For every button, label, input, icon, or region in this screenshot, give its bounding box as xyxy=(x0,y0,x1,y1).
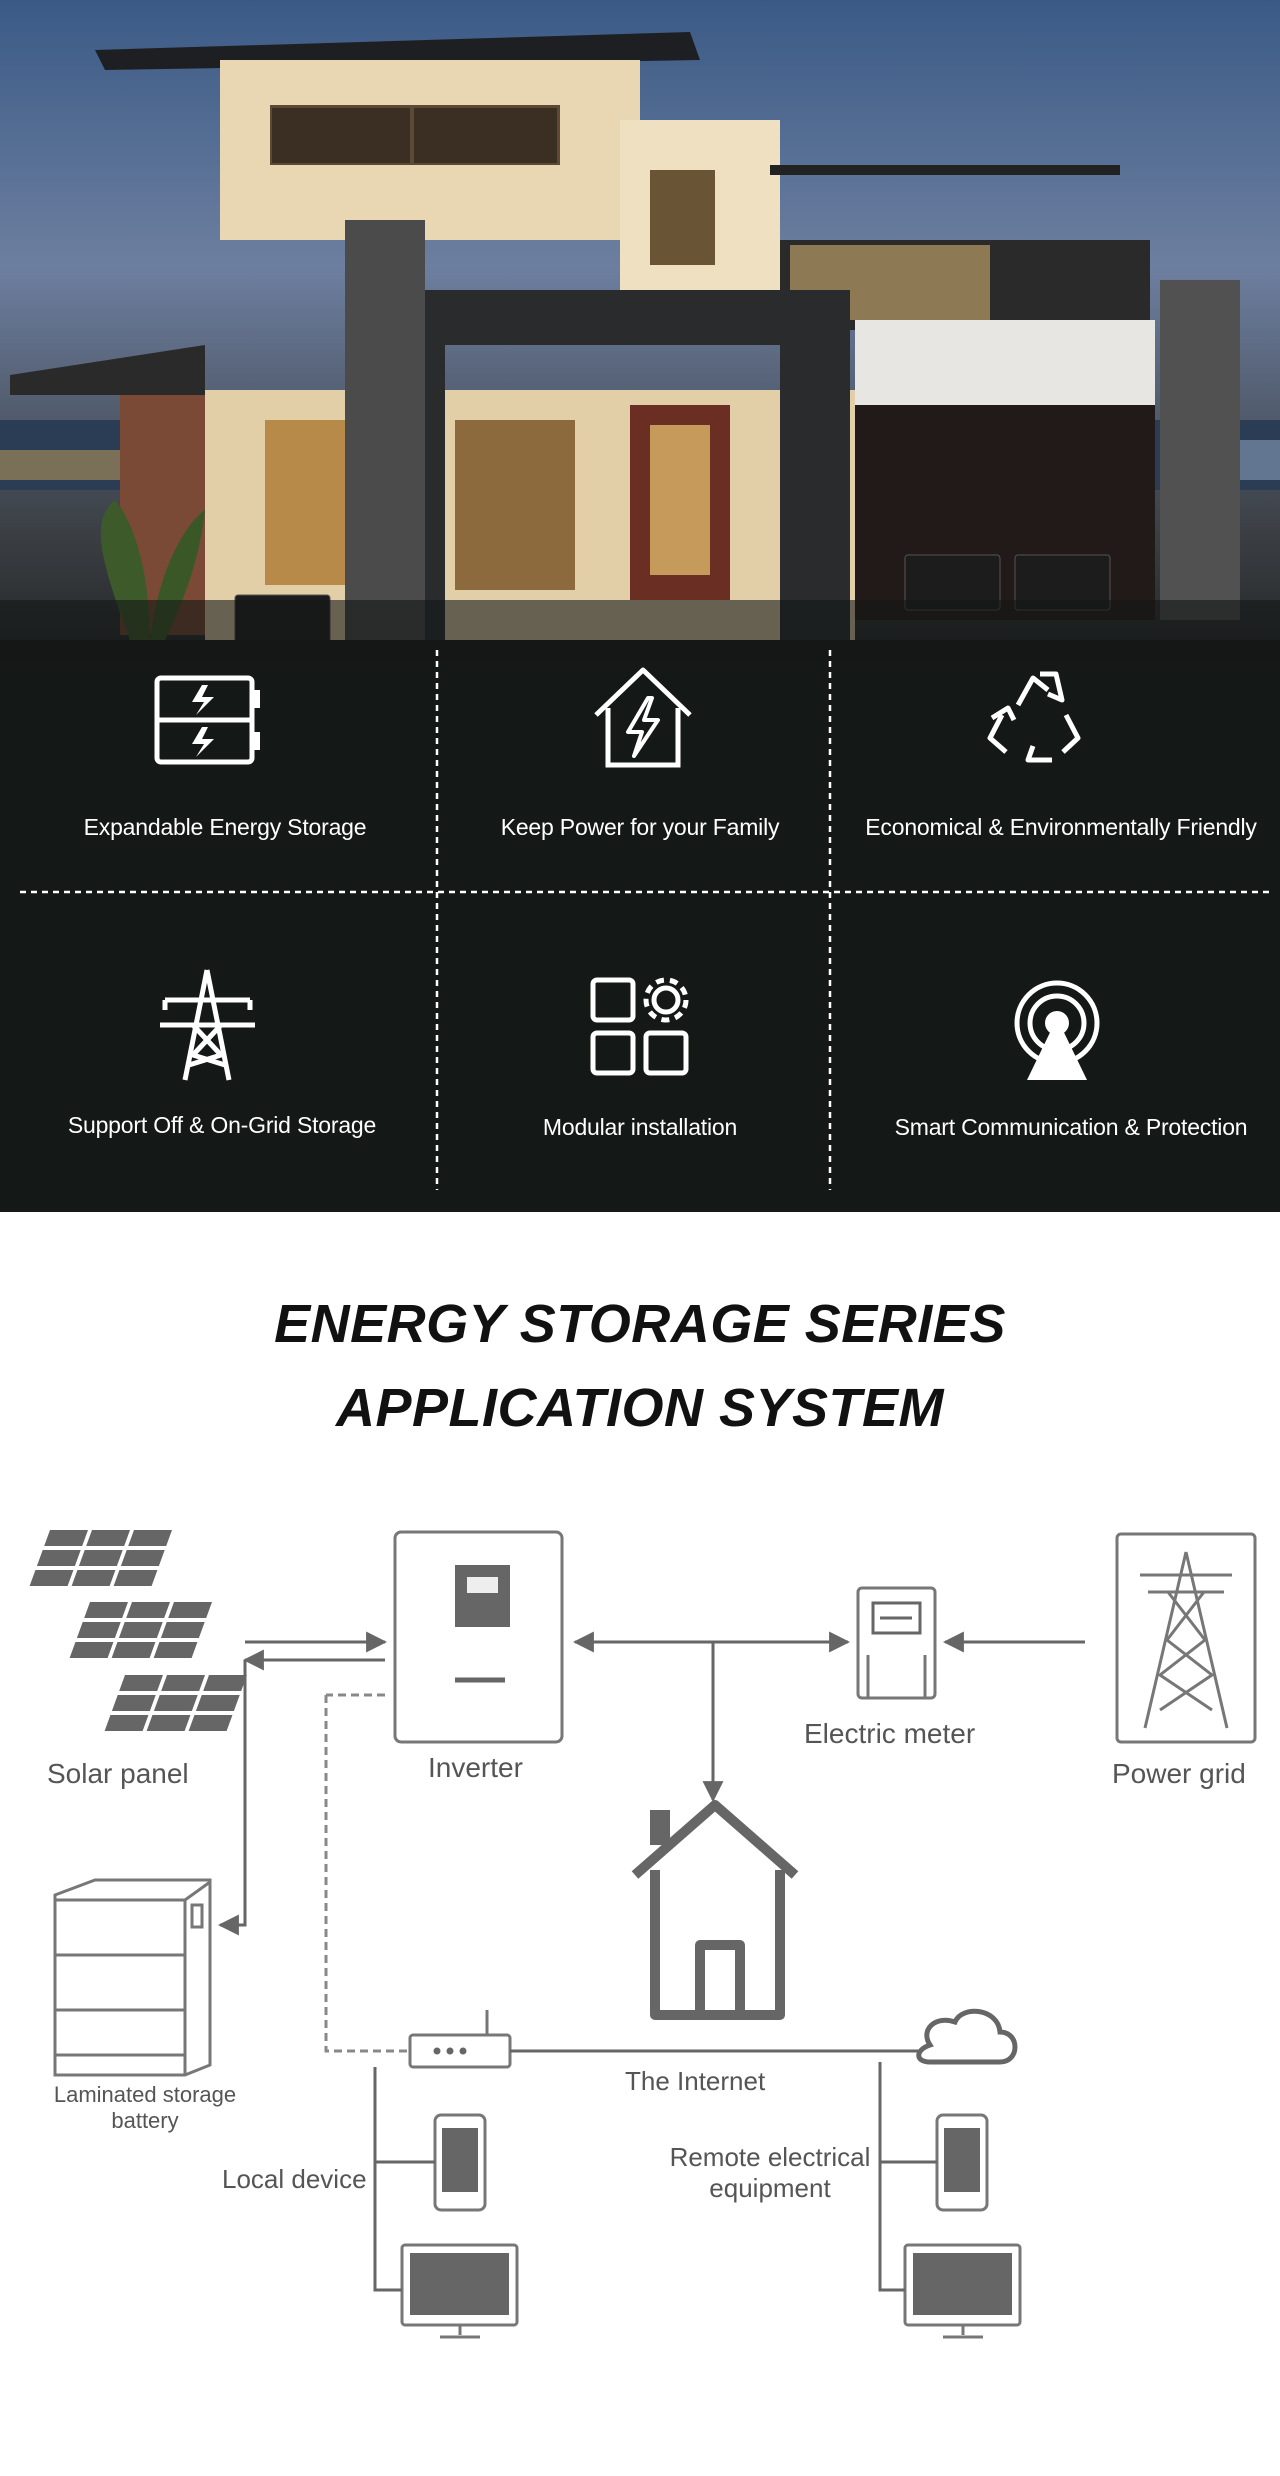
home-icon xyxy=(631,1800,799,2020)
house-power-icon xyxy=(594,667,692,768)
feature-label-expandable: Expandable Energy Storage xyxy=(83,814,367,840)
modules-gear-icon xyxy=(590,977,689,1076)
electric-meter-icon xyxy=(856,1586,937,1700)
feature-label-grid-storage: Support Off & On-Grid Storage xyxy=(67,1112,377,1138)
signal-icon xyxy=(1014,980,1100,1080)
cloud-icon xyxy=(916,2008,1018,2065)
electric-meter-label: Electric meter xyxy=(804,1718,976,1749)
solar-panel-label: Solar panel xyxy=(47,1758,189,1789)
section-title-line1: ENERGY STORAGE SERIES xyxy=(274,1294,1006,1354)
feature-label-modular: Modular installation xyxy=(542,1114,738,1140)
section-title: ENERGY STORAGE SERIES APPLICATION SYSTEM xyxy=(0,1282,1280,1450)
power-tower-icon xyxy=(160,969,255,1081)
router-icon xyxy=(408,2010,512,2069)
section-title-line2: APPLICATION SYSTEM xyxy=(335,1378,945,1438)
feature-label-eco: Economical & Environmentally Friendly xyxy=(865,814,1257,840)
power-grid-label: Power grid xyxy=(1112,1758,1246,1789)
power-grid-icon xyxy=(1115,1532,1257,1744)
house-photo xyxy=(0,32,1280,1212)
connector-lines xyxy=(217,1631,1085,2292)
feature-label-family-power: Keep Power for your Family xyxy=(500,814,780,840)
storage-battery-icon xyxy=(53,1878,212,2077)
battery-icon xyxy=(154,675,260,765)
application-system-diagram xyxy=(29,1530,1257,2339)
solar-panel-icon xyxy=(29,1530,247,1731)
remote-equipment-label: Remote electrical equipment xyxy=(669,2142,871,2203)
inverter-label: Inverter xyxy=(428,1752,523,1783)
recycle-icon xyxy=(987,671,1081,763)
remote-phone-icon xyxy=(935,2113,989,2212)
feature-label-smart: Smart Communication & Protection xyxy=(894,1114,1248,1140)
local-phone-icon xyxy=(433,2113,487,2212)
local-monitor-icon xyxy=(400,2243,519,2339)
internet-label: The Internet xyxy=(625,2066,766,2096)
inverter-icon xyxy=(393,1530,564,1744)
storage-battery-label: Laminated storage battery xyxy=(53,2082,237,2133)
local-device-label: Local device xyxy=(222,2164,367,2194)
hero-banner: Expandable Energy Storage Keep Power for… xyxy=(0,0,1280,1212)
remote-monitor-icon xyxy=(903,2243,1022,2339)
